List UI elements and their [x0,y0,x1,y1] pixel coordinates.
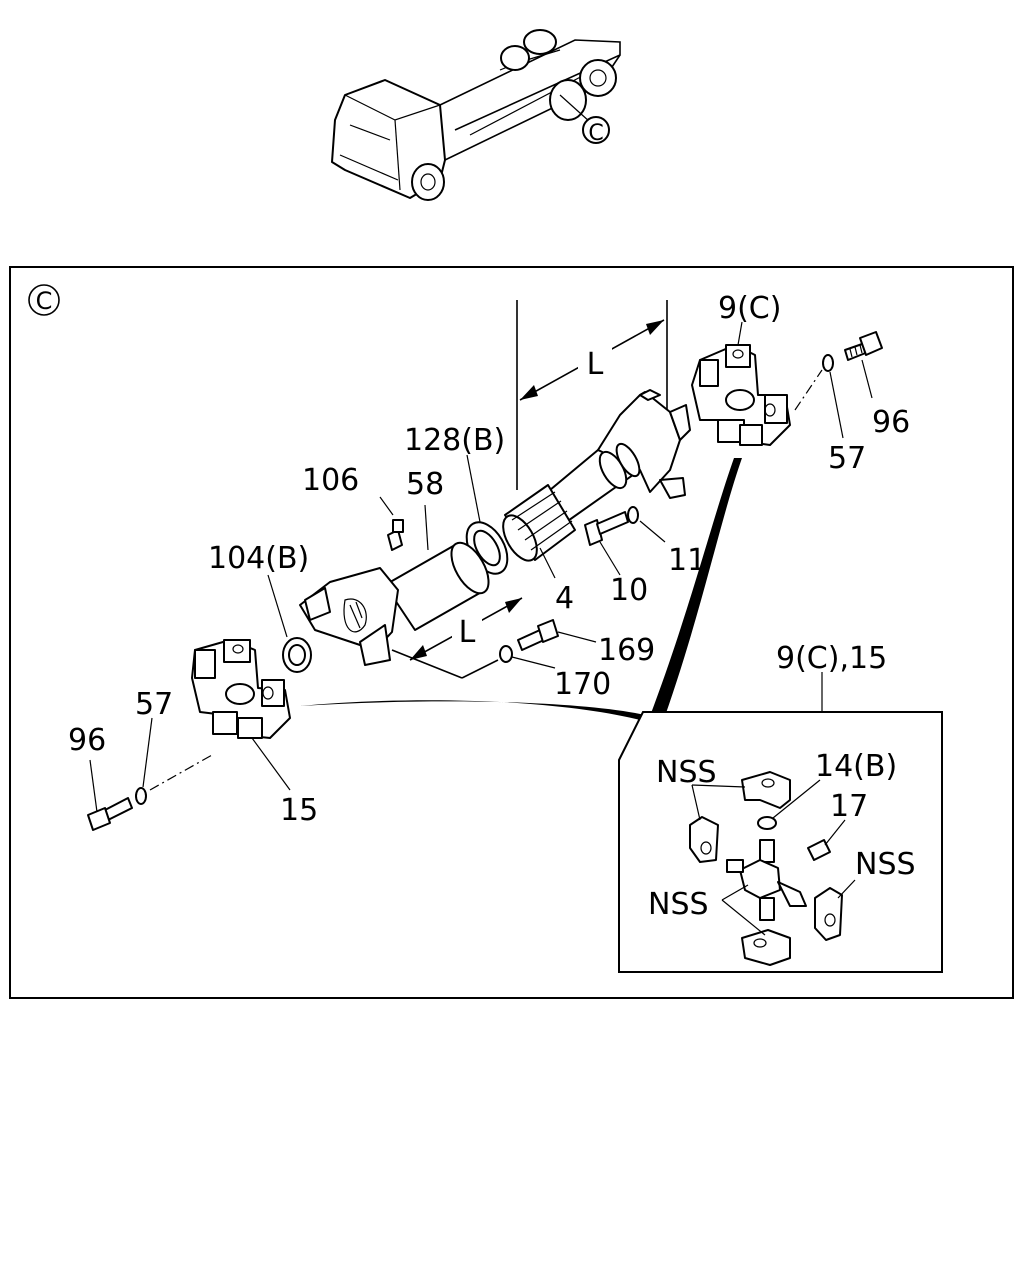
front-wheel [411,163,445,201]
callout-4: 4 [555,581,574,616]
inset-spider-cross [726,839,807,921]
washer-11 [627,506,639,524]
universal-joint-upper [691,344,791,446]
inset-grease-fitting-17 [807,839,831,861]
callout-57-left: 57 [135,687,173,722]
callout-10: 10 [610,573,648,608]
shaft-tube-58 [384,541,490,631]
washer-57-lower [135,787,147,805]
dimension-l-upper: L [516,300,668,490]
inset-bearing-cap-top [741,771,791,809]
spline-4 [502,484,576,562]
detail-frame [9,266,1014,999]
overview-marker: C [588,121,603,146]
callout-128b: 128(B) [404,423,505,458]
callout-58: 58 [406,467,444,502]
washer-170 [499,645,513,663]
dimension-l-lower: L [391,597,523,679]
grease-fitting-106 [387,519,404,551]
truck-overview: C [331,29,621,201]
callout-15: 15 [280,793,318,828]
inset-title: 9(C),15 [776,641,887,676]
washer-57-upper [822,354,834,372]
callout-96-left: 96 [68,723,106,758]
inset-bearing-cap-bottom [741,929,791,966]
inset-label-nss-left: NSS [648,887,709,922]
callout-96-right: 96 [872,405,910,440]
inset-label-nss-right: NSS [855,847,916,882]
bolt-96-lower [87,797,133,831]
inset-zoom-wedge [300,458,742,730]
dimension-l-lower-label: L [459,615,476,650]
universal-joint-lower [191,639,291,739]
callout-169: 169 [598,633,655,668]
dimension-l-upper-label: L [587,347,604,382]
callout-170: 170 [554,667,611,702]
callout-57-right: 57 [828,441,866,476]
detail-marker: C [36,287,53,315]
detail-marker-circle [28,284,60,316]
inset-bearing-cap-right [814,887,843,941]
inset-label-17: 17 [830,789,868,824]
tube-yoke [299,567,399,666]
inset-label-nss-top: NSS [656,755,717,790]
callout-11: 11 [668,543,706,578]
main-leaders [89,321,873,813]
bolt-96-upper [844,331,883,361]
bolt-169 [517,619,559,651]
rear-wheels [500,29,617,121]
inset-bearing-cap-left [689,816,719,863]
inset-washer-14b [757,816,777,830]
overview-marker-circle [582,116,610,144]
inset-label-14b: 14(B) [815,749,897,784]
bolt-10 [584,511,629,546]
callout-106: 106 [302,463,359,498]
ring-104b [282,637,312,673]
callout-9c-top: 9(C) [718,291,781,326]
inset-leaders [691,779,856,936]
inset-box [618,711,943,973]
callout-104b: 104(B) [208,541,309,576]
